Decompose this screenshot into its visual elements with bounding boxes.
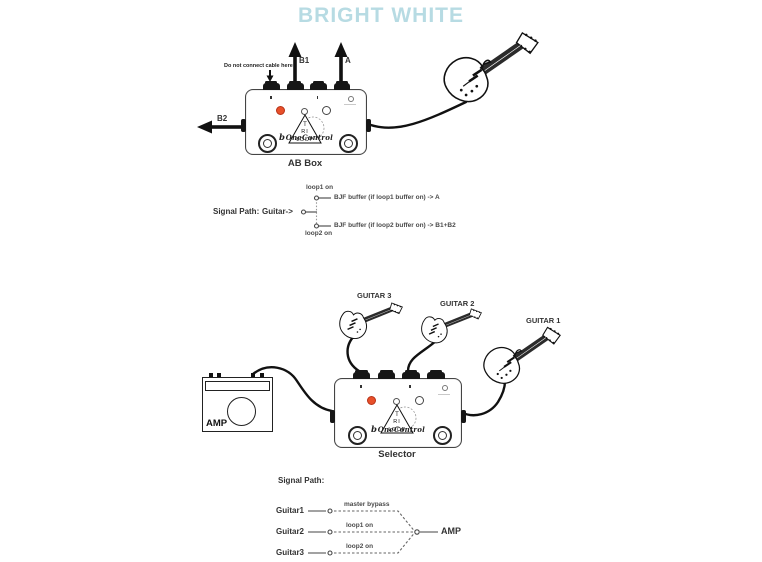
strat-guitar-2 bbox=[420, 308, 483, 344]
amp-knob bbox=[209, 373, 213, 377]
guitar2-cable bbox=[406, 338, 439, 373]
tri-loop-logo: T RI LOOP bbox=[380, 404, 417, 434]
amp-knob bbox=[260, 373, 264, 377]
panel-mark bbox=[360, 385, 362, 388]
footswitch-left bbox=[257, 134, 277, 154]
ab-box-signal-nodes bbox=[300, 195, 331, 229]
sp2-state-1: master bypass bbox=[344, 500, 390, 508]
input-jack-3 bbox=[310, 81, 327, 90]
arrow-b1-label: B1 bbox=[299, 56, 310, 65]
do-not-connect-arrow bbox=[266, 70, 274, 82]
tri-loop-logo: T RI LOOP bbox=[288, 114, 325, 144]
sp2-title: Signal Path: bbox=[278, 476, 325, 485]
amp-speaker bbox=[227, 397, 256, 426]
selector-pedal: T RI LOOP bOneControl bbox=[330, 370, 466, 448]
sp1-title: Signal Path: bbox=[213, 207, 260, 216]
brand-wordmark: bOneControl bbox=[371, 424, 425, 435]
brand-wordmark: bOneControl bbox=[279, 132, 333, 143]
input-jack-2 bbox=[286, 81, 304, 90]
input-jack-1 bbox=[352, 370, 371, 379]
sp2-output-amp: AMP bbox=[441, 526, 461, 536]
guitar1-cable bbox=[459, 379, 507, 417]
sp2-state-2: loop1 on bbox=[346, 521, 374, 529]
left-side-jack bbox=[330, 409, 335, 423]
sp2-guitar1: Guitar1 bbox=[276, 506, 305, 515]
mode-switch-icon bbox=[348, 95, 354, 102]
input-jack-1 bbox=[262, 81, 280, 90]
sp2-guitar3: Guitar3 bbox=[276, 548, 305, 557]
sp1-loop2-state: loop2 on bbox=[305, 230, 333, 237]
loop2-led bbox=[415, 396, 425, 406]
svg-text:RI: RI bbox=[393, 419, 401, 425]
loop2-led bbox=[322, 106, 331, 116]
svg-text:LOOP: LOOP bbox=[296, 137, 313, 143]
lespaul-guitar-abbox bbox=[442, 31, 540, 103]
ab-box-pedal: T RI LOOP bOneControl bbox=[241, 81, 371, 155]
loop1-led bbox=[275, 106, 285, 116]
selector-signal-nodes bbox=[308, 508, 438, 556]
guitar3-label: GUITAR 3 bbox=[357, 291, 392, 300]
input-jack-3 bbox=[402, 370, 421, 379]
strat-guitar-3 bbox=[338, 302, 404, 340]
guitar2-label: GUITAR 2 bbox=[440, 299, 475, 308]
arrow-b1 bbox=[288, 42, 302, 83]
ab-box-caption: AB Box bbox=[287, 158, 323, 169]
footswitch-right bbox=[339, 134, 359, 154]
arrow-b2-label: B2 bbox=[217, 114, 228, 123]
sp1-source: Guitar-> bbox=[262, 207, 293, 216]
mode-switch-icon bbox=[442, 385, 449, 392]
amp-label: AMP bbox=[206, 418, 228, 429]
do-not-connect-note: Do not connect cable here bbox=[224, 63, 293, 69]
selector-caption: Selector bbox=[378, 449, 416, 460]
loop1-led bbox=[366, 396, 376, 406]
mode-switch-label-smudge bbox=[344, 104, 357, 106]
svg-text:T: T bbox=[303, 122, 307, 128]
input-jack-4 bbox=[426, 370, 445, 379]
sp1-loop1-state: loop1 on bbox=[306, 184, 334, 191]
amp-knob bbox=[217, 373, 221, 377]
sp2-guitar2: Guitar2 bbox=[276, 527, 305, 536]
center-led bbox=[301, 107, 309, 115]
sp1-branch-b: BJF buffer (if loop2 buffer on) -> B1+B2 bbox=[334, 221, 456, 229]
panel-mark bbox=[270, 96, 272, 99]
panel-mark bbox=[316, 96, 319, 99]
svg-text:T: T bbox=[395, 412, 399, 418]
center-led bbox=[393, 397, 401, 405]
mode-switch-label-smudge bbox=[438, 393, 451, 395]
sp1-branch-a: BJF buffer (if loop1 buffer on) -> A bbox=[334, 193, 440, 201]
right-side-jack bbox=[366, 118, 371, 132]
guitar1-label: GUITAR 1 bbox=[526, 316, 561, 325]
footswitch-left bbox=[347, 425, 367, 445]
svg-text:LOOP: LOOP bbox=[388, 427, 405, 433]
arrow-a-label: A bbox=[345, 56, 351, 65]
lespaul-guitar-1 bbox=[482, 326, 562, 385]
right-side-jack bbox=[461, 409, 466, 423]
input-jack-4 bbox=[333, 81, 351, 90]
left-side-jack bbox=[241, 118, 246, 132]
panel-mark bbox=[409, 385, 411, 388]
amp: AMP bbox=[202, 373, 273, 432]
page-title: BRIGHT WHITE bbox=[298, 4, 464, 27]
sp2-state-3: loop2 on bbox=[346, 542, 374, 550]
footswitch-right bbox=[433, 425, 453, 445]
arrow-b2 bbox=[197, 120, 241, 134]
amp-cable bbox=[251, 366, 334, 413]
guitar3-cable bbox=[346, 333, 361, 373]
amp-knob bbox=[251, 373, 255, 377]
amp-control-panel bbox=[205, 381, 270, 391]
input-jack-2 bbox=[377, 370, 396, 379]
arrow-a bbox=[334, 42, 348, 83]
svg-text:RI: RI bbox=[301, 129, 309, 135]
guitar-cable-abbox bbox=[366, 100, 468, 129]
